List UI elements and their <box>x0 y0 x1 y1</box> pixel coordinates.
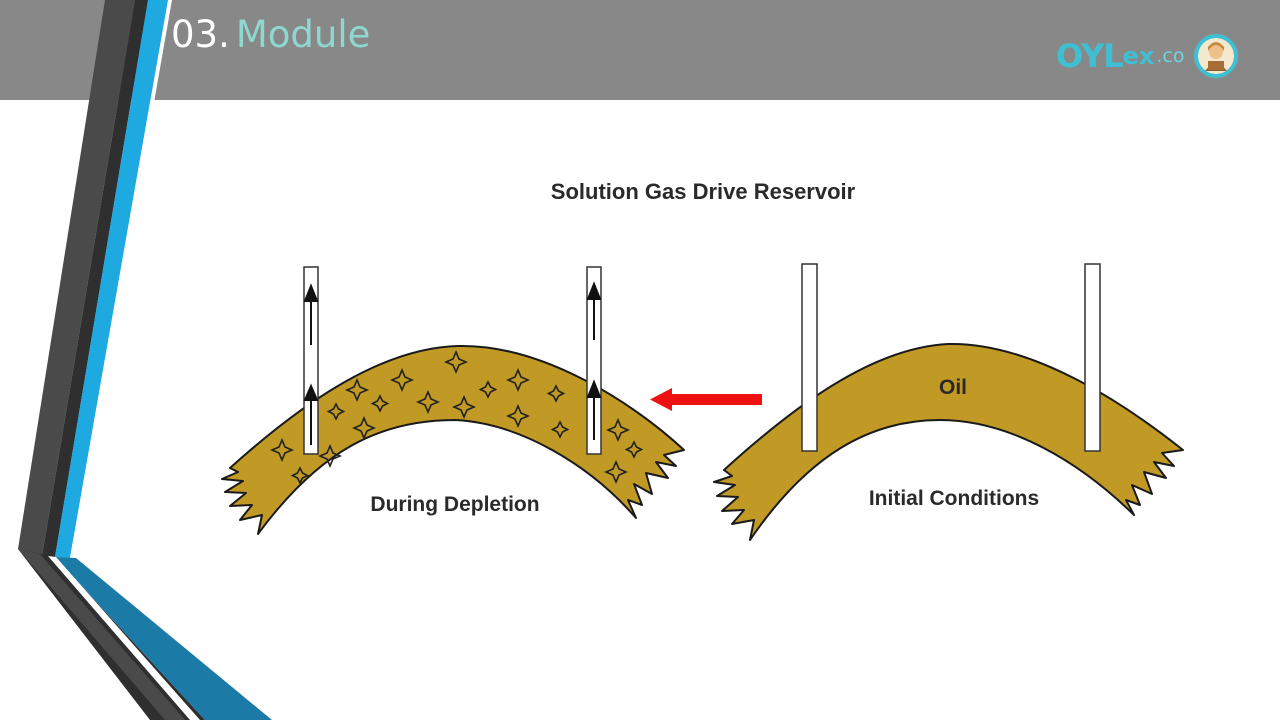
initial-conditions-label: Initial Conditions <box>868 487 1040 510</box>
gas-bubble-icon <box>550 420 570 439</box>
up-arrow-icon <box>303 283 319 345</box>
brand-tld: .co <box>1156 45 1185 67</box>
brand-avatar-icon <box>1193 34 1238 78</box>
gas-bubbles <box>269 349 644 485</box>
gas-bubble-icon <box>351 415 377 441</box>
gas-bubble-icon <box>344 377 370 403</box>
module-title: 03.Module <box>171 10 370 60</box>
stripe-bottom-white <box>48 556 200 720</box>
header-bar <box>0 0 1280 100</box>
brand-main: OYL <box>1056 37 1124 75</box>
up-arrow-icon <box>303 383 319 445</box>
gas-bubble-icon <box>603 459 629 485</box>
gas-bubble-icon <box>624 440 644 459</box>
brand-ext: ex <box>1122 42 1155 70</box>
module-number: 03. <box>171 13 230 56</box>
reservoir-right <box>713 342 1184 541</box>
well-left-1 <box>303 266 319 455</box>
stripe-white-gap <box>70 0 172 558</box>
gas-bubble-icon <box>478 380 498 399</box>
stripe-bottom-gray <box>18 549 185 720</box>
up-arrow-icon <box>586 379 602 440</box>
well-right-2 <box>1084 263 1101 452</box>
gas-bubble-icon <box>505 367 531 393</box>
gas-bubble-icon <box>290 466 310 485</box>
gas-bubble-icon <box>451 394 477 420</box>
gas-bubble-icon <box>415 389 441 415</box>
up-arrow-icon <box>586 281 602 340</box>
gas-bubble-icon <box>505 403 531 429</box>
gas-bubble-icon <box>317 443 343 469</box>
gas-bubble-icon <box>605 417 631 443</box>
transition-arrow <box>650 388 762 411</box>
reservoir-left <box>221 344 685 535</box>
well-right-1 <box>801 263 818 452</box>
oil-label: Oil <box>938 376 968 399</box>
gas-bubble-icon <box>546 384 566 403</box>
gas-bubble-icon <box>443 349 469 375</box>
gas-bubble-icon <box>389 367 415 393</box>
well-left-2 <box>586 266 602 455</box>
stripe-gray-outer <box>18 0 135 556</box>
up-arrows <box>303 281 602 445</box>
gas-bubble-icon <box>326 402 346 421</box>
gas-bubble-icon <box>269 437 295 463</box>
during-depletion-label: During Depletion <box>370 493 540 516</box>
diagram-title: Solution Gas Drive Reservoir <box>550 179 856 204</box>
gas-bubble-icon <box>370 394 390 413</box>
module-word: Module <box>235 13 371 56</box>
stripe-bottom-blue <box>55 557 272 720</box>
stripe-blue <box>55 0 168 558</box>
stripe-dark <box>42 0 148 557</box>
